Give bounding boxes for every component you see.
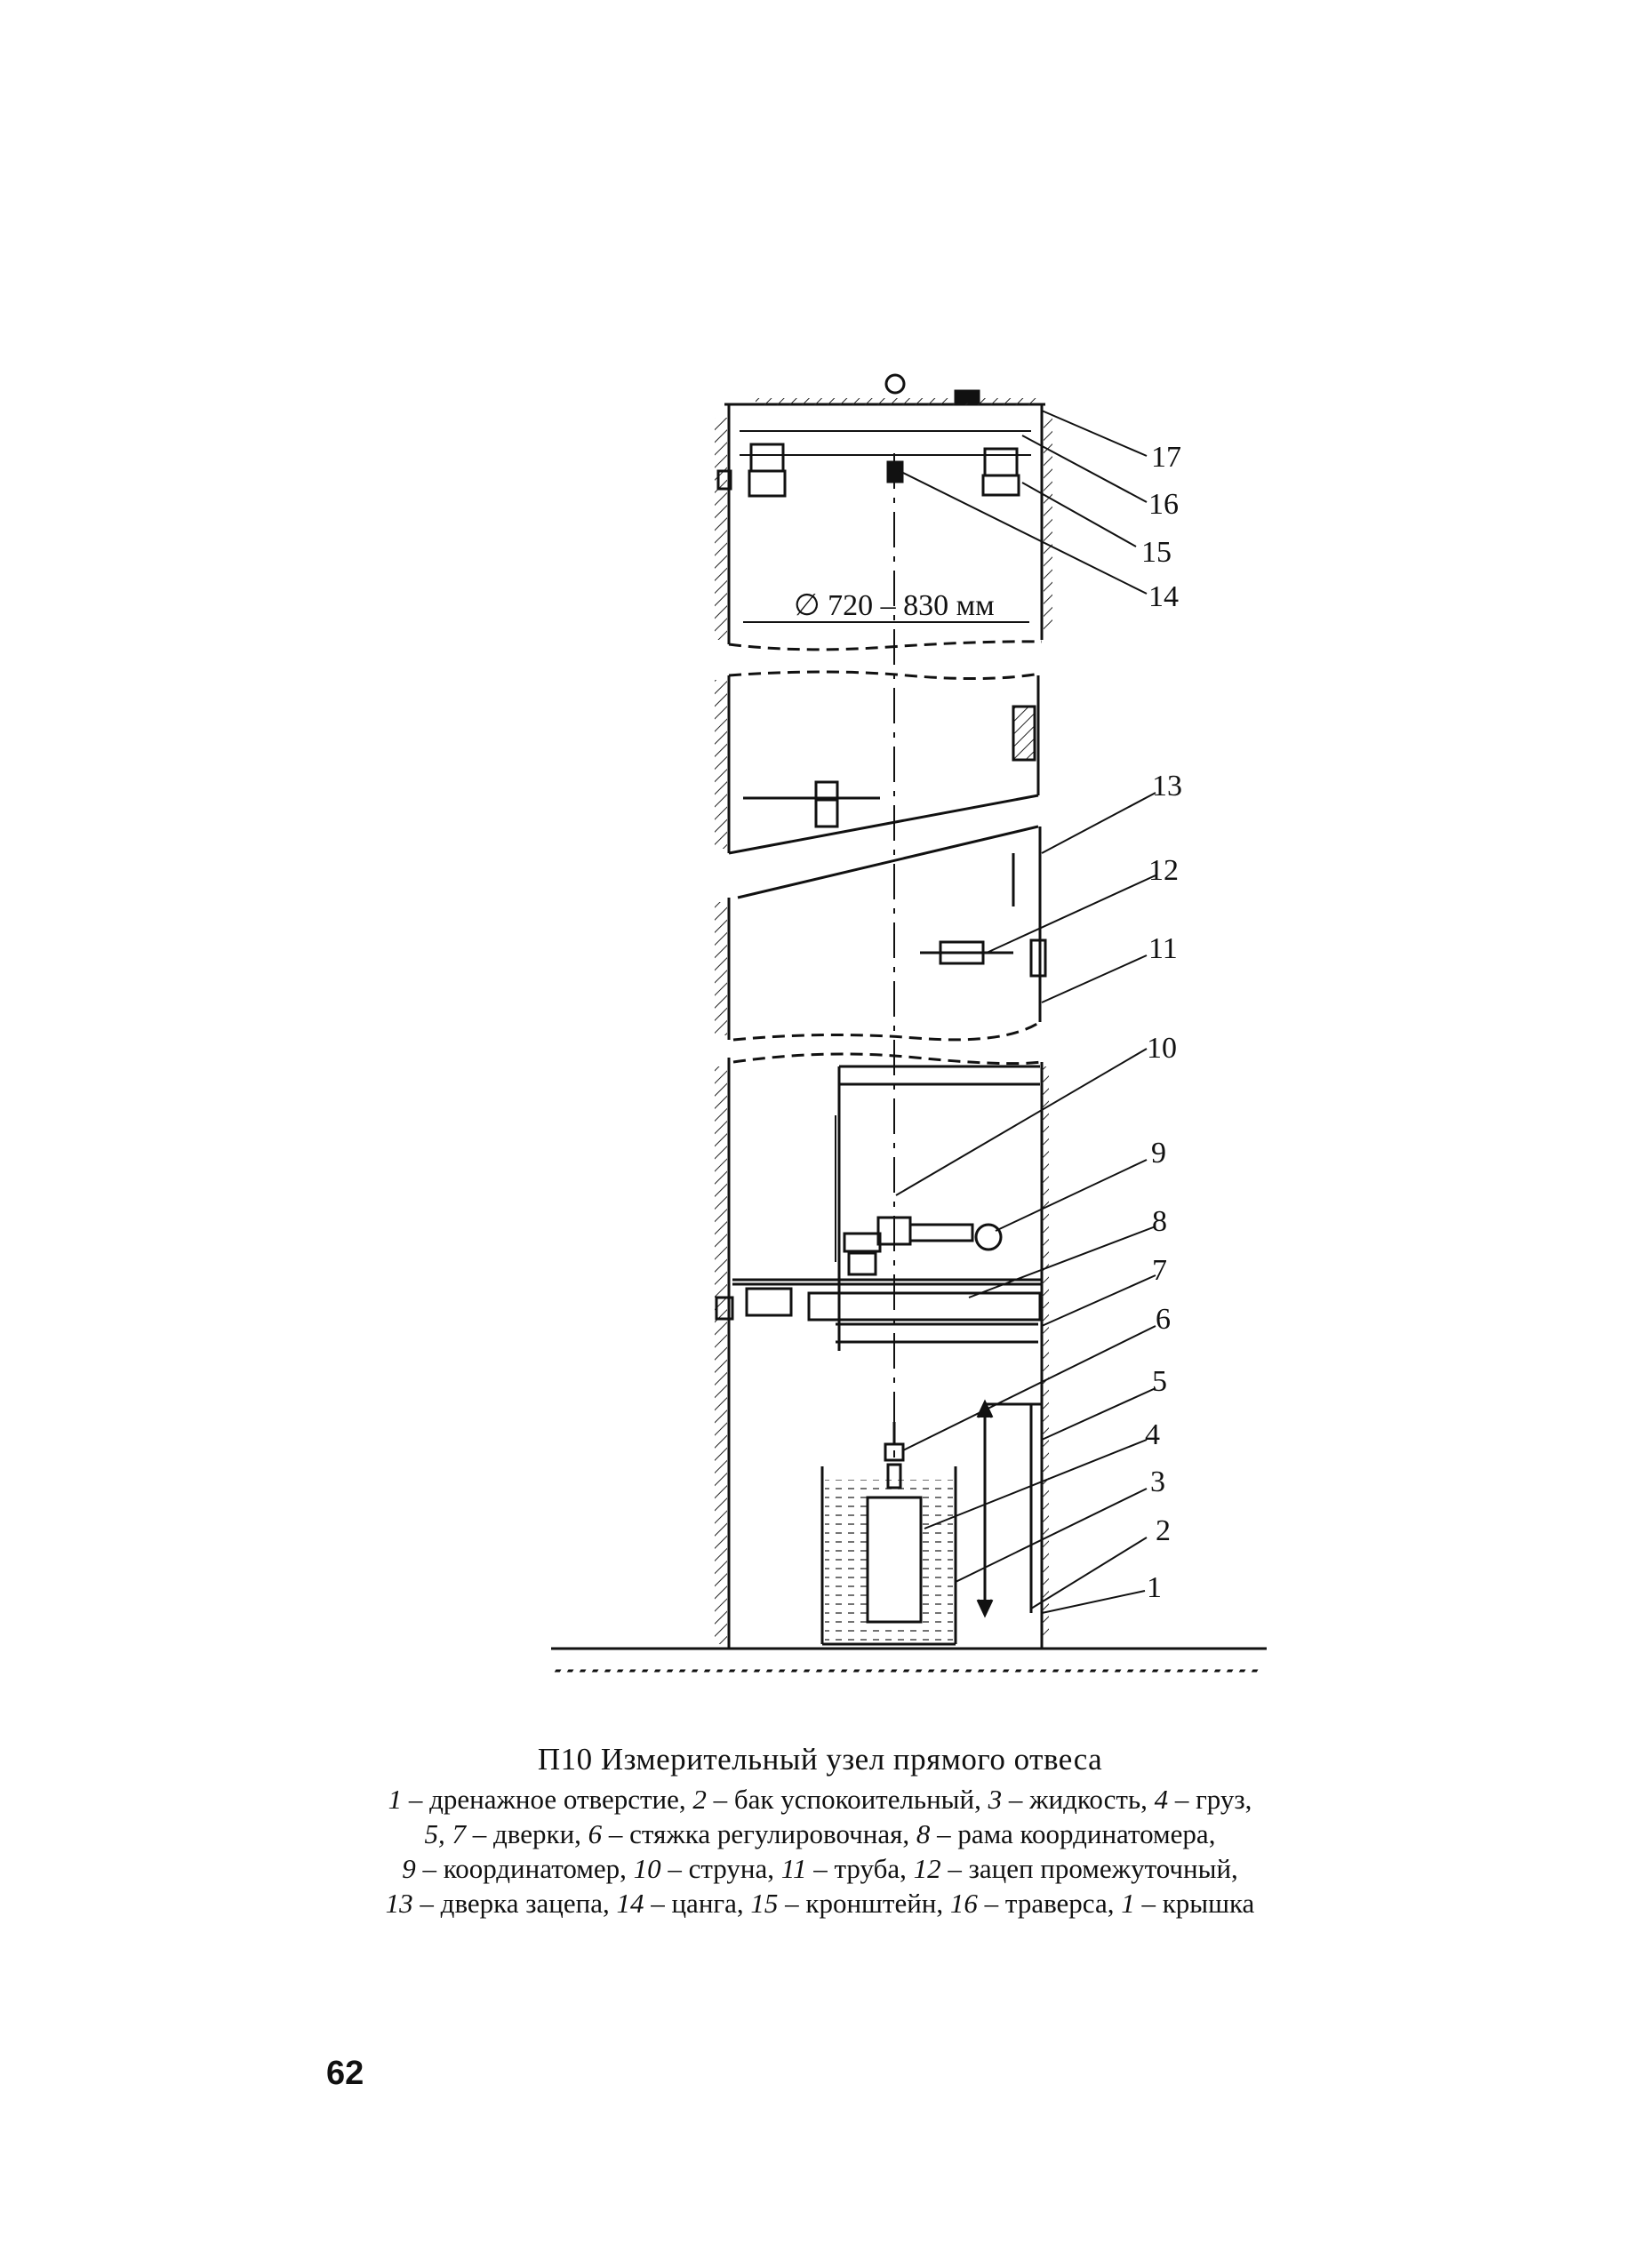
legend-line-1: 1 – дренажное отверстие, 2 – бак успокои… bbox=[0, 1783, 1640, 1817]
legend-text: – крышка bbox=[1134, 1888, 1255, 1919]
legend-num: 16 bbox=[949, 1888, 978, 1919]
legend-text: – траверса, bbox=[977, 1888, 1122, 1919]
legend-text: – дверка зацепа, bbox=[412, 1888, 617, 1919]
legend-num: 1 bbox=[388, 1784, 403, 1815]
legend-num: 5, 7 bbox=[424, 1818, 467, 1849]
legend-num: 1 bbox=[1121, 1888, 1135, 1919]
legend-text: – координатомер, bbox=[415, 1853, 634, 1884]
callout-11: 11 bbox=[1148, 932, 1178, 965]
diameter-dimension-label: ∅ 720 – 830 мм bbox=[794, 589, 995, 622]
damping-tank bbox=[820, 1399, 1042, 1646]
callout-7: 7 bbox=[1152, 1254, 1167, 1287]
callout-5: 5 bbox=[1152, 1365, 1167, 1398]
leader-lines bbox=[895, 410, 1156, 1614]
callout-13: 13 bbox=[1152, 770, 1182, 803]
callout-10: 10 bbox=[1147, 1032, 1177, 1065]
page-number: 62 bbox=[326, 2055, 364, 2092]
legend-num: 4 bbox=[1154, 1784, 1169, 1815]
legend-num: 15 bbox=[750, 1888, 779, 1919]
callout-17: 17 bbox=[1151, 441, 1181, 474]
callout-8: 8 bbox=[1152, 1205, 1167, 1238]
legend-num: 6 bbox=[588, 1818, 603, 1849]
legend-line-3: 9 – координатомер, 10 – струна, 11 – тру… bbox=[0, 1852, 1640, 1886]
callout-1: 1 bbox=[1147, 1571, 1162, 1604]
callout-6: 6 bbox=[1156, 1303, 1171, 1336]
legend-text: – зацеп промежуточный, bbox=[940, 1853, 1238, 1884]
ground-line bbox=[551, 1647, 1267, 1673]
wall-hatching bbox=[715, 398, 1052, 1644]
legend-text: – рама координатомера, bbox=[930, 1818, 1216, 1849]
legend-text: – цанга, bbox=[644, 1888, 751, 1919]
callout-2: 2 bbox=[1156, 1514, 1171, 1547]
legend-num: 2 bbox=[692, 1784, 707, 1815]
legend-num: 9 bbox=[402, 1853, 416, 1884]
callout-labels: 17 16 15 14 13 12 11 10 9 8 7 6 5 4 3 2 … bbox=[794, 441, 1182, 1604]
callout-15: 15 bbox=[1141, 536, 1172, 569]
tube-walls bbox=[724, 403, 1045, 1649]
traverse-and-brackets bbox=[716, 443, 1020, 498]
callout-14: 14 bbox=[1148, 580, 1179, 613]
legend-line-2: 5, 7 – дверки, 6 – стяжка регулировочная… bbox=[0, 1817, 1640, 1851]
legend-text: – труба, bbox=[806, 1853, 914, 1884]
legend-line-4: 13 – дверка зацепа, 14 – цанга, 15 – кро… bbox=[0, 1887, 1640, 1921]
callout-3: 3 bbox=[1150, 1465, 1165, 1498]
callout-9: 9 bbox=[1151, 1137, 1166, 1170]
callout-4: 4 bbox=[1145, 1418, 1160, 1451]
legend-num: 3 bbox=[988, 1784, 1003, 1815]
legend-num: 10 bbox=[633, 1853, 661, 1884]
callout-16: 16 bbox=[1148, 488, 1179, 521]
intermediate-equipment bbox=[743, 705, 1047, 978]
legend-num: 12 bbox=[913, 1853, 941, 1884]
legend-text: – стяжка регулировочная, bbox=[602, 1818, 916, 1849]
figure-caption-title: П10 Измерительный узел прямого отвеса bbox=[537, 1742, 1103, 1777]
legend-text: – жидкость, bbox=[1002, 1784, 1155, 1815]
legend-text: – струна, bbox=[660, 1853, 781, 1884]
legend-num: 11 bbox=[780, 1853, 807, 1884]
legend-text: – груз, bbox=[1168, 1784, 1252, 1815]
legend-text: – дренажное отверстие, bbox=[402, 1784, 693, 1815]
legend-text: – дверки, bbox=[466, 1818, 588, 1849]
legend-num: 14 bbox=[616, 1888, 644, 1919]
callout-12: 12 bbox=[1148, 854, 1179, 887]
coordinatometer-frame bbox=[715, 1065, 1042, 1351]
legend-num: 8 bbox=[916, 1818, 931, 1849]
legend-num: 13 bbox=[385, 1888, 413, 1919]
legend-text: – кронштейн, bbox=[778, 1888, 950, 1919]
hook-ring bbox=[884, 373, 980, 403]
legend-text: – бак успокоительный, bbox=[706, 1784, 988, 1815]
